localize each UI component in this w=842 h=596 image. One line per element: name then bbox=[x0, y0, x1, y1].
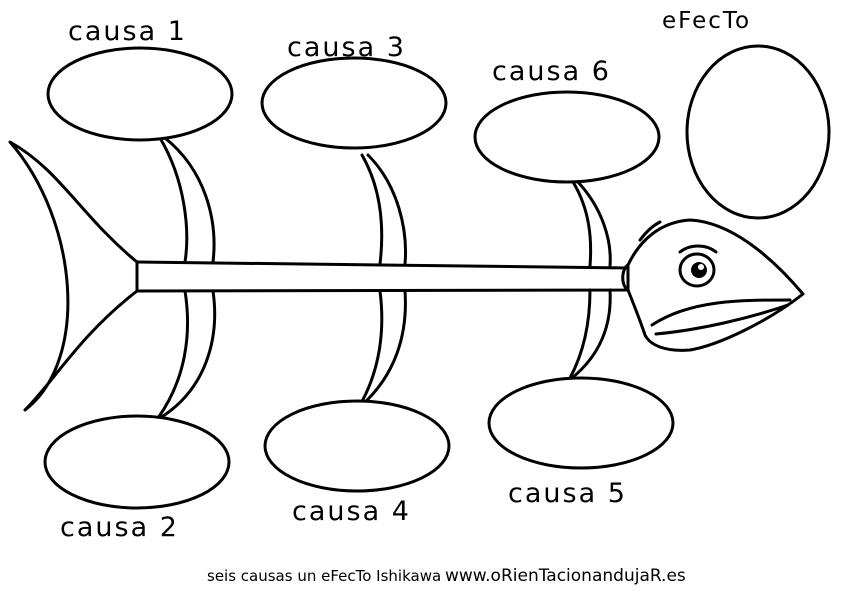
cause-label-1: causa 1 bbox=[68, 16, 187, 47]
cause-box-6[interactable] bbox=[473, 90, 661, 184]
cause-label-4: causa 4 bbox=[292, 496, 411, 527]
cause-label-6: causa 6 bbox=[492, 56, 611, 87]
cause-box-2[interactable] bbox=[43, 414, 231, 510]
fish-head bbox=[621, 218, 805, 352]
fish-spine bbox=[135, 260, 630, 293]
cause-label-2: causa 2 bbox=[60, 512, 179, 543]
rib-upper-2 bbox=[360, 153, 407, 266]
fish-pupil bbox=[691, 262, 707, 278]
rib-upper-1 bbox=[158, 136, 216, 264]
cause-box-1[interactable] bbox=[46, 46, 234, 142]
fish-tail bbox=[8, 140, 139, 412]
cause-box-4[interactable] bbox=[263, 399, 451, 493]
rib-lower-2 bbox=[358, 289, 407, 407]
rib-lower-3 bbox=[568, 288, 612, 380]
cause-box-5[interactable] bbox=[487, 376, 675, 470]
cause-label-3: causa 3 bbox=[287, 32, 406, 63]
rib-lower-1 bbox=[156, 289, 217, 420]
rib-upper-3 bbox=[571, 180, 612, 268]
footer-website[interactable]: www.oRienTacionandujaR.es bbox=[445, 566, 686, 586]
fish-eyebrow bbox=[678, 244, 718, 254]
effect-box[interactable] bbox=[685, 44, 831, 220]
cause-box-3[interactable] bbox=[260, 56, 448, 150]
effect-label: eFecTo bbox=[662, 8, 751, 34]
cause-label-5: causa 5 bbox=[508, 478, 627, 509]
footer-caption: seis causas un eFecTo Ishikawa bbox=[207, 567, 441, 585]
fish-eye-shine bbox=[698, 264, 704, 270]
